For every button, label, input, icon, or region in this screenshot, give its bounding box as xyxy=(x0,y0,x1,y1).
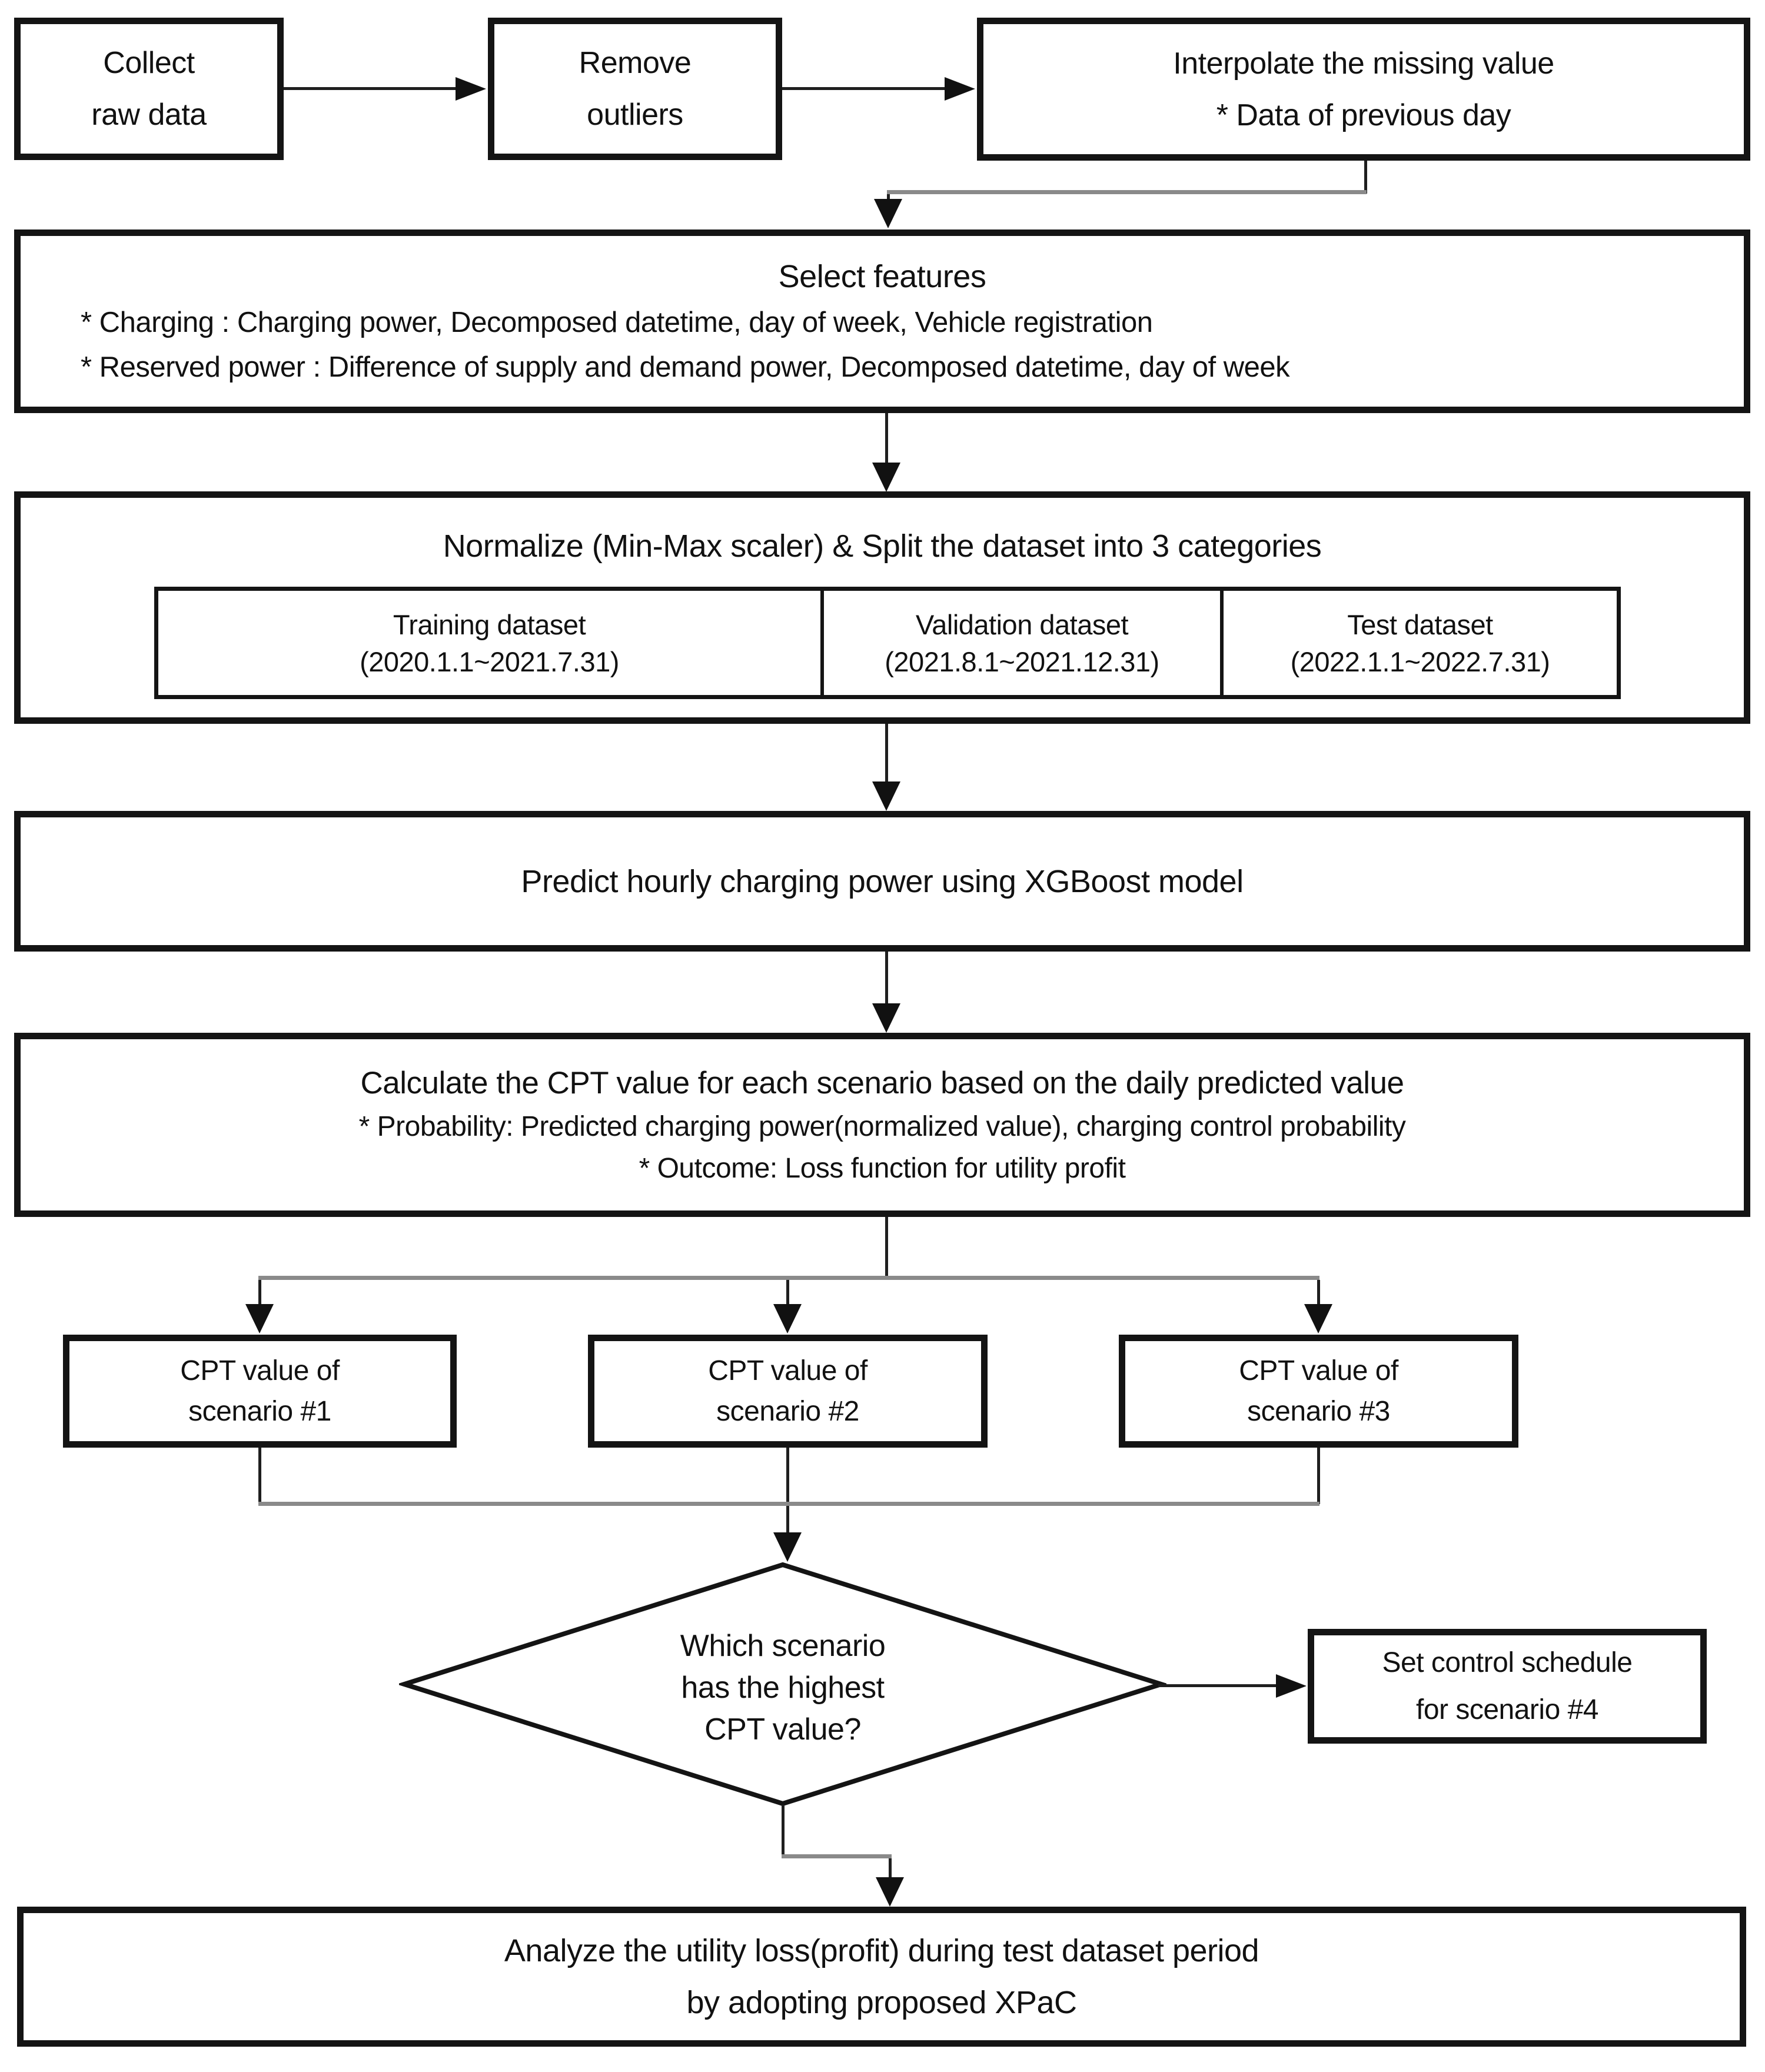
connector-normalize-to-predict xyxy=(885,724,888,783)
scenario1-line2: scenario #1 xyxy=(188,1396,331,1427)
scenario2-line1: CPT value of xyxy=(708,1355,867,1386)
converge-horizontal-line xyxy=(258,1502,1319,1506)
collect-line1: Collect xyxy=(103,46,195,80)
training-dataset-cell: Training dataset (2020.1.1~2021.7.31) xyxy=(158,591,820,695)
training-dataset-range: (2020.1.1~2021.7.31) xyxy=(360,646,619,677)
decision-diamond xyxy=(399,1562,1166,1807)
decision-line1: Which scenario xyxy=(680,1629,886,1663)
predict-title: Predict hourly charging power using XGBo… xyxy=(521,863,1244,899)
converge-stub-2 xyxy=(786,1448,789,1504)
decision-line2: has the highest xyxy=(681,1671,885,1705)
test-dataset-range: (2022.1.1~2022.7.31) xyxy=(1290,646,1550,677)
arrowhead-down-icon xyxy=(773,1532,802,1562)
connector-elbow-drop xyxy=(887,194,890,200)
converge-stub-3 xyxy=(1317,1448,1320,1504)
validation-dataset-range: (2021.8.1~2021.12.31) xyxy=(885,646,1159,677)
arrowhead-down-icon xyxy=(872,781,900,811)
connector-calculate-drop xyxy=(885,1217,888,1278)
decision-line3: CPT value? xyxy=(704,1712,861,1747)
select-features-bullet1: * Charging : Charging power, Decomposed … xyxy=(81,307,1153,338)
analyze-line1: Analyze the utility loss(profit) during … xyxy=(504,1933,1259,1968)
validation-dataset-label: Validation dataset xyxy=(915,608,1129,640)
schedule-line1: Set control schedule xyxy=(1382,1647,1633,1678)
calculate-bullet2: * Outcome: Loss function for utility pro… xyxy=(639,1152,1126,1184)
scenario2-line2: scenario #2 xyxy=(716,1396,859,1427)
connector-jog-drop xyxy=(889,1858,892,1878)
branch-drop-1 xyxy=(258,1280,261,1305)
arrowhead-right-icon xyxy=(1276,1674,1307,1698)
converge-stub-1 xyxy=(258,1448,261,1504)
cpt-scenario-3-box: CPT value of scenario #3 xyxy=(1119,1335,1518,1448)
training-dataset-label: Training dataset xyxy=(393,608,586,640)
branch-horizontal-line xyxy=(258,1276,1319,1280)
collect-raw-data-box: Collect raw data xyxy=(14,18,284,160)
collect-line2: raw data xyxy=(91,98,207,132)
calculate-cpt-box: Calculate the CPT value for each scenari… xyxy=(14,1033,1750,1217)
scenario3-line2: scenario #3 xyxy=(1247,1396,1390,1427)
set-control-schedule-box: Set control schedule for scenario #4 xyxy=(1308,1629,1707,1744)
arrowhead-down-icon xyxy=(773,1304,802,1333)
analyze-line2: by adopting proposed XPaC xyxy=(686,1985,1077,2020)
test-dataset-label: Test dataset xyxy=(1347,608,1493,640)
calculate-bullet1: * Probability: Predicted charging power(… xyxy=(358,1110,1406,1142)
connector-jog-horizontal xyxy=(782,1854,892,1858)
select-features-title: Select features xyxy=(778,259,986,294)
arrowhead-down-icon xyxy=(876,1877,904,1907)
cpt-scenario-1-box: CPT value of scenario #1 xyxy=(63,1335,457,1448)
interpolate-line2: * Data of previous day xyxy=(1216,98,1511,132)
arrowhead-right-icon xyxy=(456,77,486,101)
connector-predict-to-calculate xyxy=(885,952,888,1003)
calculate-title: Calculate the CPT value for each scenari… xyxy=(360,1065,1404,1100)
remove-outliers-box: Remove outliers xyxy=(488,18,782,160)
connector-collect-to-remove xyxy=(284,87,458,90)
remove-line2: outliers xyxy=(587,98,683,132)
branch-drop-3 xyxy=(1317,1280,1320,1305)
connector-remove-to-interpolate xyxy=(782,87,947,90)
normalize-title: Normalize (Min-Max scaler) & Split the d… xyxy=(443,528,1322,564)
arrowhead-down-icon xyxy=(872,1003,900,1033)
remove-line1: Remove xyxy=(579,46,692,80)
connector-interpolate-drop xyxy=(1364,161,1367,194)
cpt-scenario-2-box: CPT value of scenario #2 xyxy=(588,1335,988,1448)
dataset-split-table: Training dataset (2020.1.1~2021.7.31) Va… xyxy=(154,587,1621,699)
connector-elbow-horizontal xyxy=(887,190,1367,194)
select-features-box: Select features * Charging : Charging po… xyxy=(14,230,1750,413)
arrowhead-down-icon xyxy=(245,1304,274,1333)
arrowhead-down-icon xyxy=(874,199,902,228)
predict-xgboost-box: Predict hourly charging power using XGBo… xyxy=(14,811,1750,952)
connector-decision-to-schedule xyxy=(1158,1684,1278,1687)
scenario1-line1: CPT value of xyxy=(180,1355,340,1386)
arrowhead-down-icon xyxy=(872,463,900,492)
branch-drop-2 xyxy=(786,1280,789,1305)
connector-select-to-normalize xyxy=(885,413,888,464)
scenario3-line1: CPT value of xyxy=(1239,1355,1398,1386)
decision-question: Which scenario has the highest CPT value… xyxy=(577,1625,989,1751)
validation-dataset-cell: Validation dataset (2021.8.1~2021.12.31) xyxy=(820,591,1220,695)
arrowhead-right-icon xyxy=(945,77,975,101)
interpolate-missing-value-box: Interpolate the missing value * Data of … xyxy=(977,18,1750,161)
connector-decision-drop xyxy=(782,1805,785,1857)
interpolate-line1: Interpolate the missing value xyxy=(1173,46,1554,81)
schedule-line2: for scenario #4 xyxy=(1415,1694,1599,1725)
connector-converge-to-decision xyxy=(786,1506,789,1533)
select-features-bullet2: * Reserved power : Difference of supply … xyxy=(81,351,1290,383)
test-dataset-cell: Test dataset (2022.1.1~2022.7.31) xyxy=(1219,591,1617,695)
analyze-utility-loss-box: Analyze the utility loss(profit) during … xyxy=(17,1907,1746,2047)
arrowhead-down-icon xyxy=(1304,1304,1332,1333)
